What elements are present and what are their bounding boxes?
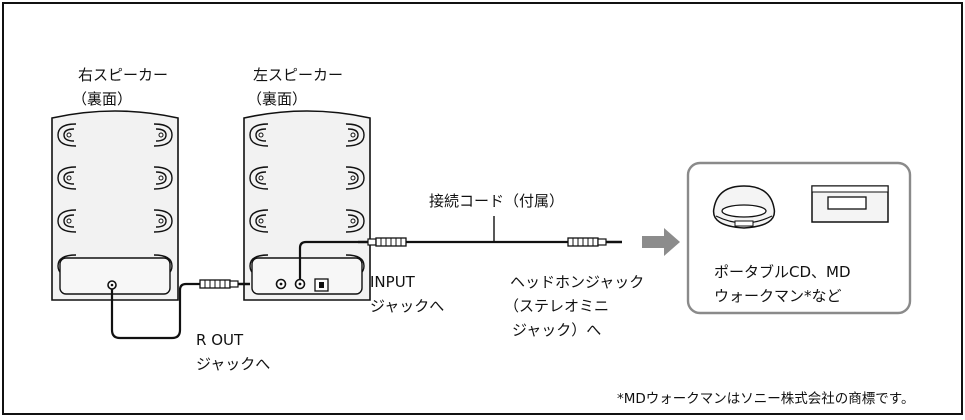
clipsL-clip-right-2 <box>345 209 365 233</box>
clipsR-clip-left-2 <box>57 209 77 233</box>
trademark-footnote: *MDウォークマンはソニー株式会社の商標です。 <box>617 391 915 407</box>
direction-arrow <box>642 228 680 256</box>
clipsL-clip-left-2 <box>249 209 269 233</box>
clipsL-clip-right-1 <box>345 166 365 190</box>
left-speaker-side-label: （裏面） <box>247 90 308 108</box>
clipsL-clip-right-0 <box>345 123 365 147</box>
device-label-line2: ウォークマン*など <box>714 287 842 305</box>
clipsL-clip-left-1 <box>249 166 269 190</box>
right-speaker-side-label: （裏面） <box>72 90 133 108</box>
rout-jack-label-line2: ジャックへ <box>196 355 271 373</box>
left-speaker-label: 左スピーカー <box>253 66 344 84</box>
portable-cd-icon <box>712 185 776 229</box>
right-speaker-terminal-panel <box>59 257 171 295</box>
rout-plug <box>199 279 250 289</box>
rout-cable <box>110 282 200 340</box>
device-label-line1: ポータブルCD、MD <box>714 263 851 281</box>
clipsR-clip-right-2 <box>153 209 173 233</box>
input-plug <box>358 237 407 247</box>
headphone-jack-label-line3: ジャック）へ <box>512 321 602 339</box>
input-cable-riser <box>298 240 358 279</box>
rout-jack-label-line1: R OUT <box>196 331 244 349</box>
md-walkman-icon <box>811 185 889 223</box>
clipsR-clip-right-0 <box>153 123 173 147</box>
cable-label: 接続コード（付属） <box>429 192 565 210</box>
left-speaker-terminal-panel <box>251 257 363 295</box>
left-speaker <box>243 110 371 301</box>
right-speaker <box>51 110 179 301</box>
clipsR-clip-left-0 <box>57 123 77 147</box>
right-speaker-label: 右スピーカー <box>78 66 169 84</box>
headphone-jack-label-line1: ヘッドホンジャック <box>510 273 645 291</box>
headphone-jack-label-line2: （ステレオミニ <box>504 297 610 315</box>
headphone-plug <box>567 237 622 247</box>
clipsR-clip-left-1 <box>57 166 77 190</box>
clipsR-clip-right-1 <box>153 166 173 190</box>
input-jack-label-line2: ジャックへ <box>370 297 445 315</box>
clipsL-clip-left-0 <box>249 123 269 147</box>
input-jack-label-line1: INPUT <box>370 273 415 291</box>
